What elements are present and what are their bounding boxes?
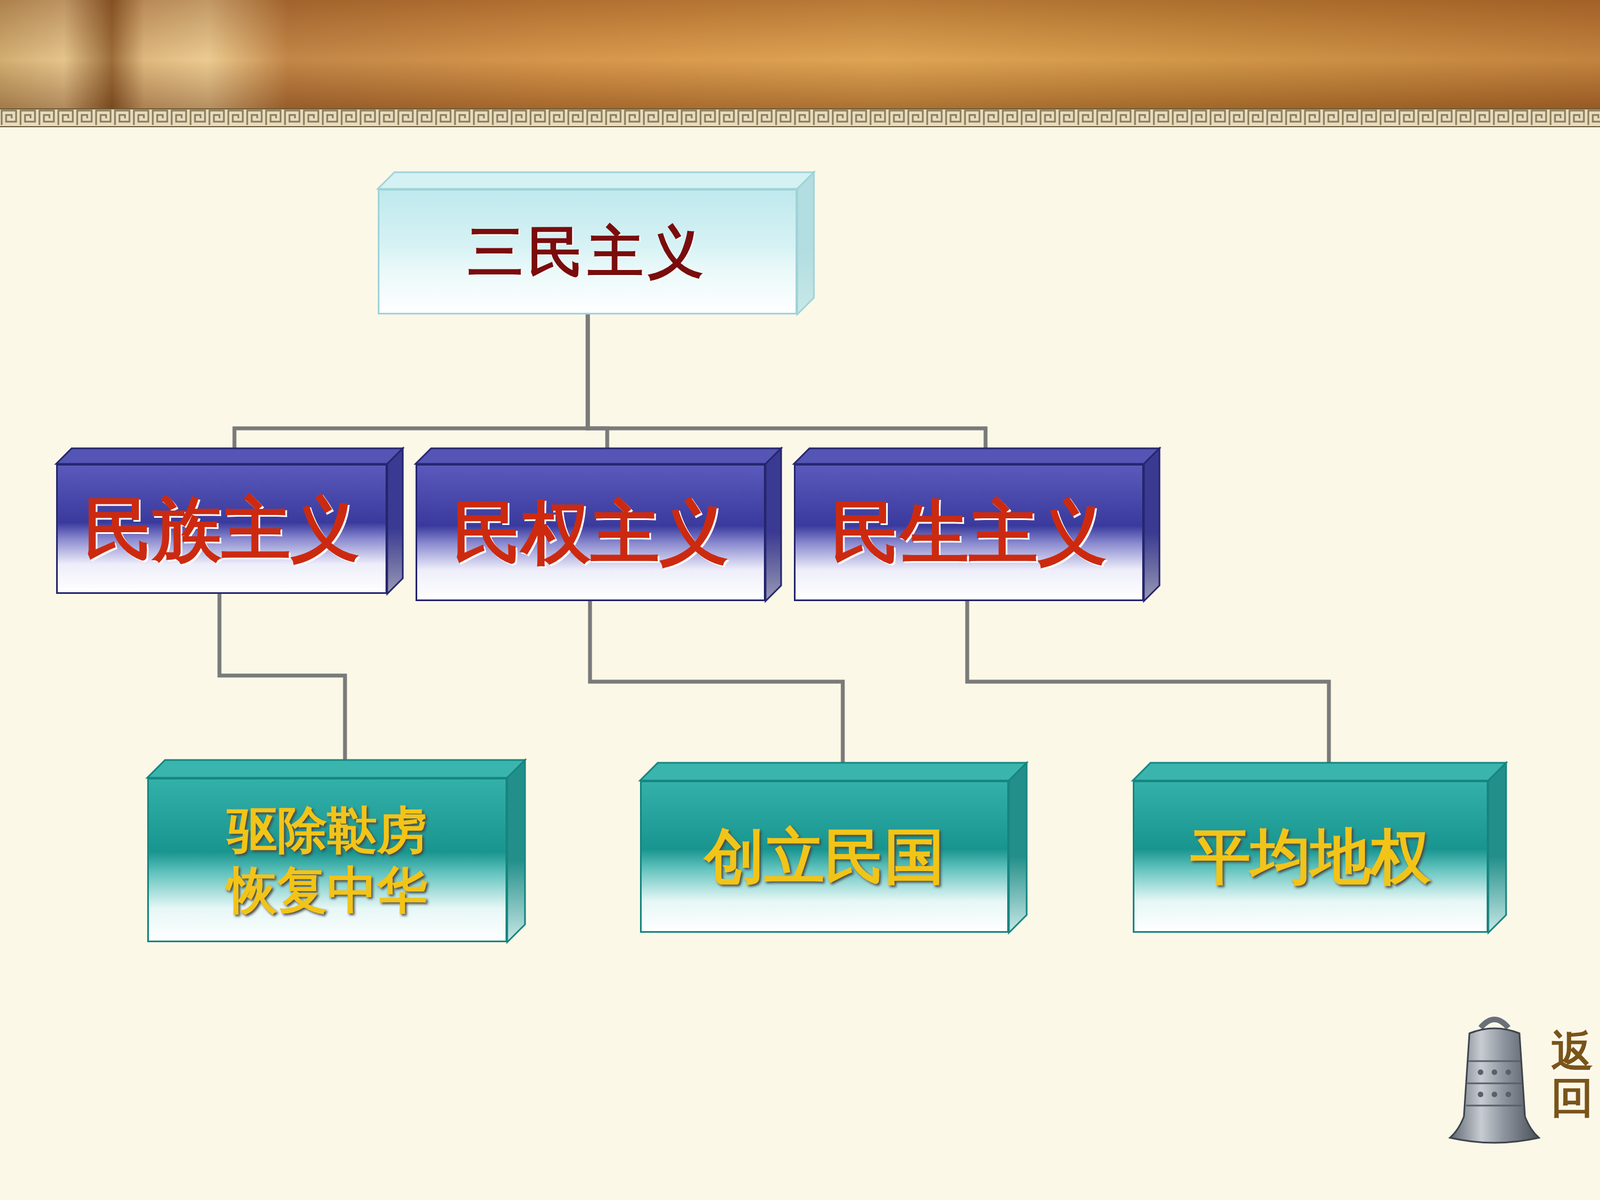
box-label: 创立民国 [704, 820, 945, 893]
tree-connector [587, 314, 986, 451]
principle-box: 民生主义 [793, 463, 1144, 602]
principle-box: 民族主义 [56, 463, 388, 594]
tree-connector [967, 601, 1329, 765]
slogan-box: 平均地权 [1132, 780, 1489, 933]
slogan-box: 驱除鞑虏 恢复中华 [147, 777, 508, 943]
slogan-box: 创立民国 [640, 780, 1009, 933]
box-label: 平均地权 [1190, 820, 1431, 893]
box-label: 驱除鞑虏 恢复中华 [212, 800, 443, 920]
principle-box: 民权主义 [415, 463, 766, 602]
tree-connector [590, 601, 843, 765]
box-label: 三民主义 [467, 218, 708, 285]
box-label: 民族主义 [83, 487, 360, 571]
header-shade [0, 0, 1600, 109]
root-box: 三民主义 [377, 188, 798, 315]
return-button-label: 返回 [1551, 1027, 1594, 1121]
box-label: 民权主义 [452, 491, 729, 574]
key-pattern-band [0, 108, 1600, 128]
tree-connector [219, 593, 345, 763]
bell-icon [1441, 1011, 1548, 1148]
box-label: 民生主义 [831, 491, 1107, 574]
tree-connector [234, 314, 588, 451]
